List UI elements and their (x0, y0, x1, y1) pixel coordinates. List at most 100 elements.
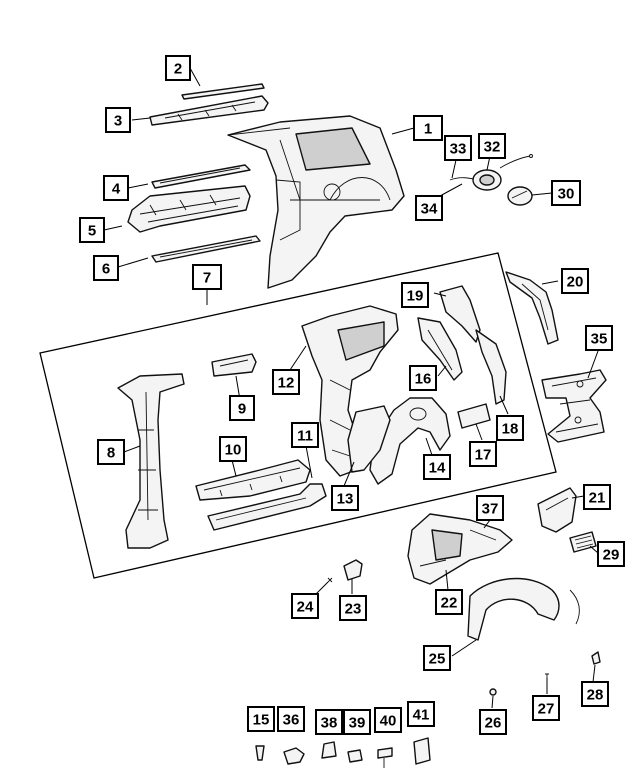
callout-box (277, 706, 305, 732)
callout-10: 10 (219, 436, 247, 462)
callout-35: 35 (585, 325, 613, 351)
part-4-rail (151, 164, 251, 189)
callout-40: 40 (374, 707, 402, 733)
callout-27: 27 (532, 695, 560, 721)
part-16-reinforcement (417, 317, 463, 381)
callout-box (331, 485, 359, 511)
callout-number: 20 (567, 274, 584, 291)
part-23-bracket (343, 559, 363, 581)
callout-13: 13 (331, 485, 359, 511)
callout-box (561, 268, 589, 294)
leader-lines (103, 67, 599, 709)
callout-number: 6 (102, 261, 110, 278)
callout-14: 14 (423, 454, 451, 480)
callout-box (401, 282, 429, 308)
callout-25: 25 (423, 645, 451, 671)
part-27-screw (545, 673, 549, 678)
callout-39: 39 (343, 709, 371, 735)
callout-number: 26 (485, 715, 502, 732)
callout-box (423, 454, 451, 480)
callout-number: 28 (587, 687, 604, 704)
callout-number: 24 (297, 599, 314, 616)
callout-number: 14 (429, 460, 446, 477)
callout-number: 38 (321, 715, 338, 732)
callout-number: 16 (415, 371, 432, 388)
group-frame-7 (39, 252, 557, 579)
callout-number: 32 (484, 139, 501, 156)
callout-number: 40 (380, 713, 397, 730)
callout-number: 1 (424, 121, 432, 138)
callout-number: 33 (450, 141, 467, 158)
callout-33: 33 (444, 135, 472, 161)
callout-box (192, 264, 222, 290)
callout-number: 2 (174, 61, 182, 78)
callout-box (581, 681, 609, 707)
callout-19: 19 (401, 282, 429, 308)
part-11-sill-inner (207, 483, 327, 531)
callout-number: 9 (238, 401, 246, 418)
callout-number: 39 (349, 715, 366, 732)
callout-box (583, 484, 611, 510)
callout-30: 30 (551, 180, 581, 206)
part-32-fuel-housing (472, 169, 502, 191)
callout-box (444, 135, 472, 161)
part-15-pin (255, 745, 265, 761)
callout-number: 34 (421, 201, 438, 218)
part-8-b-pillar (117, 373, 185, 549)
callout-32: 32 (478, 133, 506, 159)
callout-16: 16 (409, 365, 437, 391)
part-2-roof-rail (181, 83, 265, 100)
callout-box (219, 436, 247, 462)
callout-box (585, 325, 613, 351)
callout-box (79, 217, 105, 243)
callout-number: 18 (502, 421, 519, 438)
callout-number: 41 (413, 707, 430, 724)
part-18-bracket (475, 329, 507, 405)
callout-21: 21 (583, 484, 611, 510)
callout-box (93, 255, 119, 281)
callout-box (229, 395, 255, 421)
callout-number: 21 (589, 490, 606, 507)
part-21-bracket (537, 487, 577, 533)
callout-box (478, 133, 506, 159)
callout-number: 13 (337, 491, 354, 508)
callout-layer: 1234567891011121314151617181920212223242… (79, 55, 625, 735)
callout-9: 9 (229, 395, 255, 421)
part-3-rail-panel (149, 95, 269, 126)
callout-box (551, 180, 581, 206)
part-13-panel (347, 405, 391, 473)
part-22-extension (407, 513, 513, 585)
callout-12: 12 (272, 369, 300, 395)
callout-7: 7 (192, 264, 222, 290)
callout-24: 24 (291, 593, 319, 619)
callout-15: 15 (247, 706, 275, 732)
callout-number: 8 (107, 445, 115, 462)
callout-number: 3 (114, 113, 122, 130)
callout-number: 36 (283, 712, 300, 729)
callout-6: 6 (93, 255, 119, 281)
callout-box (97, 439, 125, 465)
callout-box (415, 195, 443, 221)
callout-number: 10 (225, 442, 242, 459)
part-25-liner (467, 577, 580, 641)
callout-26: 26 (479, 709, 507, 735)
callout-box (374, 707, 402, 733)
part-20-reinforcement (505, 271, 559, 345)
callout-37: 37 (476, 495, 504, 521)
part-10-sill (195, 459, 311, 501)
part-41-pad (413, 737, 431, 765)
part-5-inner-panel (127, 185, 251, 233)
callout-box (291, 422, 319, 448)
part-6-lower-rail (151, 235, 261, 263)
callout-box (291, 593, 319, 619)
part-12-inner-panel (301, 305, 399, 477)
callout-box (413, 115, 443, 141)
callout-box (407, 701, 435, 727)
callout-8: 8 (97, 439, 125, 465)
callout-36: 36 (277, 706, 305, 732)
callout-number: 27 (538, 701, 555, 718)
part-35-crossmember (541, 369, 607, 443)
callout-2: 2 (165, 55, 191, 81)
